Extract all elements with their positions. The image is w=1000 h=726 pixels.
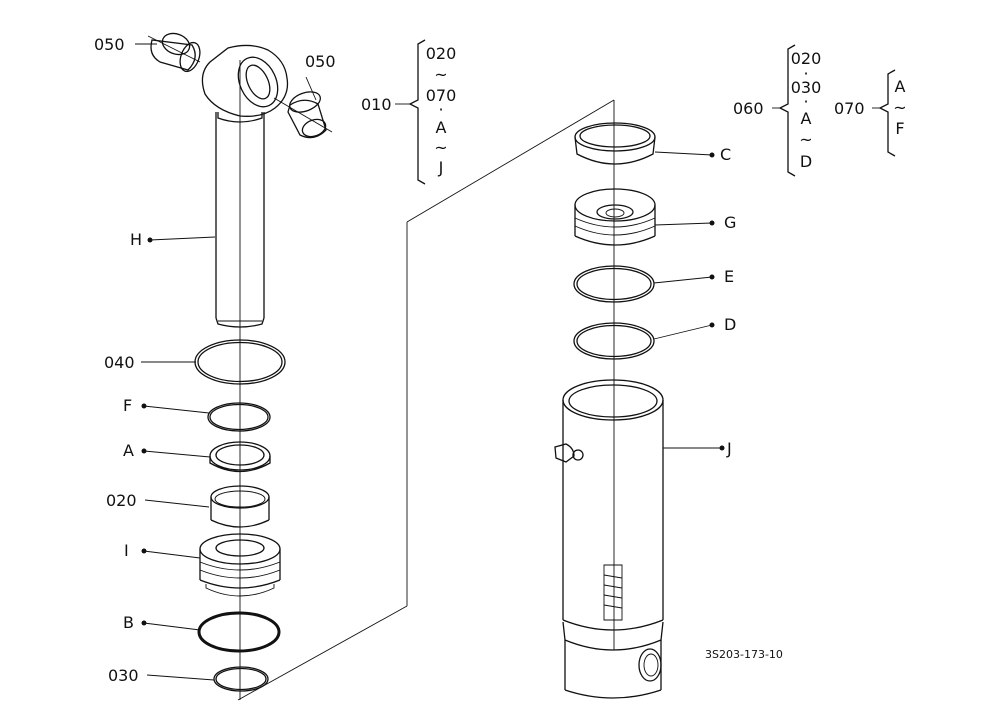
- kit-010-item: ~: [434, 65, 447, 84]
- bushing-020: [210, 485, 270, 528]
- kit-060-id: 060: [733, 99, 764, 118]
- piston-rod-H: [215, 112, 265, 328]
- kit-070-item: F: [895, 119, 904, 138]
- part-labels: 050 050 H 040 F A 020 I B 030 C G E D J: [94, 35, 736, 685]
- kit-010-id: 010: [361, 95, 392, 114]
- kit-010-item: ~: [434, 138, 447, 157]
- label-H: H: [130, 230, 142, 249]
- label-B: B: [123, 613, 134, 632]
- cylinder-tube-J: [554, 379, 664, 699]
- kit-060-item: 030: [791, 78, 822, 97]
- label-030: 030: [108, 666, 139, 685]
- kit-060-item: ~: [799, 130, 812, 149]
- kit-070-item: A: [895, 77, 906, 96]
- seal-A: [209, 441, 271, 473]
- kit-060-item: A: [801, 109, 812, 128]
- ring-E: [573, 265, 655, 303]
- label-A: A: [123, 441, 134, 460]
- ring-D: [573, 322, 655, 360]
- kit-060-item: D: [800, 152, 812, 171]
- bushing-050-right: [273, 91, 333, 139]
- piston-head-I: [199, 533, 281, 597]
- label-F: F: [123, 396, 132, 415]
- label-050-left: 050: [94, 35, 125, 54]
- label-J: J: [726, 439, 732, 458]
- ring-030: [213, 666, 269, 692]
- kit-010: 010 020 ~ 070 · A ~ J: [361, 44, 456, 177]
- rod-eye: [201, 44, 289, 123]
- label-C: C: [720, 145, 731, 164]
- kit-060-item: ·: [803, 92, 808, 111]
- kit-070-id: 070: [834, 99, 865, 118]
- kit-060-item: ·: [803, 64, 808, 83]
- label-020: 020: [106, 491, 137, 510]
- label-040: 040: [104, 353, 135, 372]
- label-I: I: [124, 541, 129, 560]
- kit-060: 060 020 · 030 · A ~ D: [733, 49, 821, 171]
- drawing-code: 3S203-173-10: [705, 648, 783, 661]
- label-D: D: [724, 315, 736, 334]
- kit-070: 070 A ~ F: [834, 77, 907, 138]
- kit-010-item: 020: [426, 44, 457, 63]
- kit-010-item: ·: [438, 100, 443, 119]
- ring-F: [207, 402, 271, 432]
- label-E: E: [724, 267, 734, 286]
- centerlines: [237, 60, 615, 701]
- kit-060-item: 020: [791, 49, 822, 68]
- kit-010-item: J: [438, 158, 444, 177]
- oring-B: [197, 611, 281, 653]
- kit-010-item: A: [436, 118, 447, 137]
- bushing-050-left: [147, 32, 201, 73]
- leader-dots: [141, 152, 725, 626]
- gland-G: [574, 188, 656, 246]
- kit-010-item: 070: [426, 86, 457, 105]
- label-G: G: [724, 213, 736, 232]
- label-050-right: 050: [305, 52, 336, 71]
- dust-wiper-C: [574, 122, 656, 165]
- kit-brackets: [408, 39, 896, 185]
- leader-lines: [135, 43, 880, 681]
- kit-070-item: ~: [893, 98, 906, 117]
